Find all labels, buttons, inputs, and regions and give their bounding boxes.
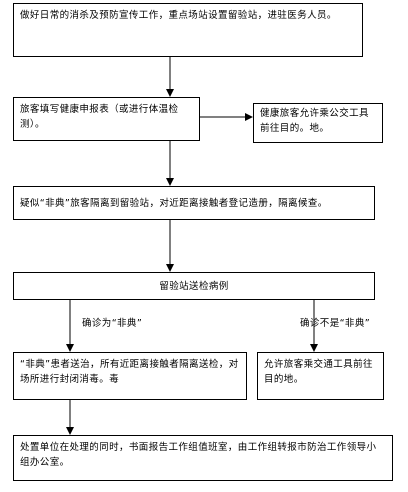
branch-yes-label: 确诊为“非典” [82, 318, 143, 329]
step5-box: 处置单位在处理的同时，书面报告工作组值班室，由工作组转报市防治工作领导小组办公室… [13, 435, 393, 481]
step3-text: 疑似“非典”旅客隔离到留验站，对近距离接触者登记造册，隔离候查。 [20, 198, 328, 209]
healthy-box: 健康旅客允许乘公交工具前往目的。地。 [253, 103, 383, 143]
step2-box: 旅客填写健康申报表（或进行体温检测）。 [13, 97, 200, 141]
branch-no-label: 确诊不是“非典” [300, 318, 371, 329]
step3-box: 疑似“非典”旅客隔离到留验站，对近距离接触者登记造册，隔离候查。 [13, 186, 375, 220]
healthy-text: 健康旅客允许乘公交工具前往目的。地。 [260, 108, 369, 134]
not-confirmed-text: 允许旅客乘交通工具前往目的地。 [264, 359, 373, 385]
confirmed-text: “非典”患者送治，所有近距离接触者隔离送检，对场所进行封闭消毒。毒 [20, 359, 239, 385]
step4-text: 留验站送检病例 [159, 281, 229, 292]
step1-text: 做好日常的消杀及预防宣传工作，重点场站设置留验站，进驻医务人员。 [20, 10, 337, 21]
not-confirmed-box: 允许旅客乘交通工具前往目的地。 [257, 352, 384, 400]
step1-box: 做好日常的消杀及预防宣传工作，重点场站设置留验站，进驻医务人员。 [13, 3, 363, 57]
confirmed-box: “非典”患者送治，所有近距离接触者隔离送检，对场所进行封闭消毒。毒 [13, 352, 247, 400]
step2-text: 旅客填写健康申报表（或进行体温检测）。 [20, 104, 179, 130]
step5-text: 处置单位在处理的同时，书面报告工作组值班室，由工作组转报市防治工作领导小组办公室… [20, 442, 377, 468]
step4-box: 留验站送检病例 [13, 272, 375, 300]
